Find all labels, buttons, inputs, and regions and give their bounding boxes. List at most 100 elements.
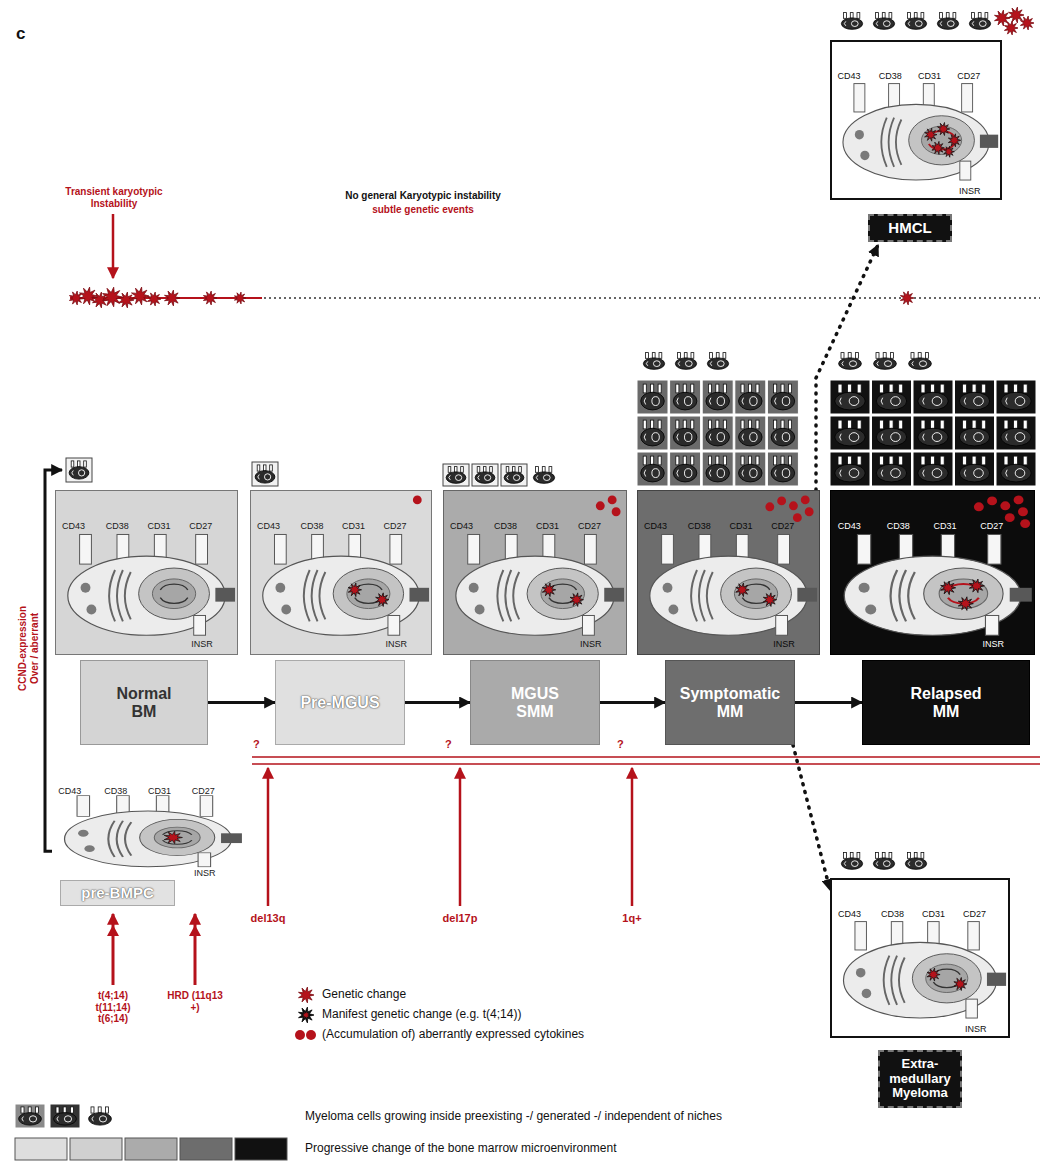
cytokine-dot <box>793 513 802 522</box>
illustration-part <box>1006 398 1008 405</box>
illustration-part <box>708 384 711 393</box>
illustration-part <box>850 13 853 19</box>
illustration-part <box>263 465 266 471</box>
legend-text: Manifest genetic change (e.g. t(4;14)) <box>322 1008 521 1022</box>
illustration-part <box>883 861 890 867</box>
illustration-part <box>876 13 879 19</box>
illustration-part <box>257 465 260 471</box>
illustration-part <box>963 456 967 465</box>
illustration-part <box>527 568 598 619</box>
illustration-part <box>582 615 594 635</box>
illustration-part <box>66 458 92 482</box>
illustration-part <box>851 21 858 27</box>
genetic-change-star <box>763 593 776 607</box>
cytokine-dot <box>413 495 422 504</box>
illustration-part <box>91 1107 94 1113</box>
cell-panel: CD43CD38CD31CD27INSR <box>830 40 1002 200</box>
illustration-part <box>721 568 792 619</box>
illustration-part <box>475 605 485 615</box>
illustration-part <box>117 796 130 814</box>
illustration-part <box>963 420 967 429</box>
illustration-part <box>889 420 893 429</box>
illustration-part <box>913 416 953 450</box>
illustration-part <box>449 475 451 479</box>
illustration-part <box>78 470 84 476</box>
illustration-part <box>931 384 935 393</box>
illustration-part <box>644 398 646 405</box>
myeloma-cell-icon <box>637 380 668 414</box>
marker-label: CD43 <box>62 521 85 531</box>
illustration-part <box>899 384 903 393</box>
illustration-part <box>652 397 659 406</box>
illustration-part <box>844 861 846 865</box>
illustration-part <box>1001 392 1031 410</box>
illustration-part <box>675 358 696 369</box>
illustration-part <box>908 572 915 619</box>
illustration-part <box>81 583 91 593</box>
illustration-part <box>756 420 759 429</box>
marker-label: CD38 <box>887 521 910 531</box>
illustration-part <box>844 21 846 25</box>
plasma-cell <box>56 491 237 654</box>
illustration-part <box>774 456 777 465</box>
illustration-part <box>684 353 687 359</box>
annotation-label: t(4;14) t(11;14) t(6;14) <box>88 990 138 1025</box>
illustration-part <box>742 434 744 441</box>
genetic-change-star <box>165 290 181 306</box>
illustration-part <box>641 464 665 482</box>
illustration-part <box>881 398 883 405</box>
illustration-part <box>497 570 503 621</box>
illustration-part <box>409 588 429 602</box>
illustration-part <box>475 472 495 483</box>
illustration-part <box>109 570 115 621</box>
progression-arrow <box>405 701 470 704</box>
illustration-part <box>742 398 744 405</box>
illustration-part <box>962 84 973 112</box>
stage-box: pre-BMPC <box>60 880 175 906</box>
illustration-part <box>683 384 686 393</box>
marker-label: CD27 <box>192 786 215 796</box>
illustration-part <box>513 572 519 619</box>
genetic-change-star <box>132 287 150 305</box>
illustration-part <box>849 361 856 367</box>
myeloma-cell-icon <box>872 380 912 414</box>
illustration-part <box>105 1107 108 1113</box>
illustration-part <box>117 821 123 857</box>
illustration-part <box>849 469 859 478</box>
illustration-part <box>889 118 894 167</box>
illustration-part <box>835 464 865 482</box>
myeloma-cell-icon <box>670 452 701 486</box>
illustration-part <box>717 433 724 442</box>
annotation-label: ? <box>253 738 265 751</box>
illustration-part <box>855 922 866 950</box>
illustration-part <box>255 471 275 483</box>
illustration-part <box>658 384 661 393</box>
illustration-part <box>270 465 273 471</box>
marker-label: INSR <box>959 186 981 196</box>
marker-label: CD38 <box>106 521 129 531</box>
illustration-part <box>684 433 691 442</box>
illustration-part <box>881 434 883 441</box>
marker-label: INSR <box>580 639 602 649</box>
marker-label: CD43 <box>838 909 861 919</box>
stage-label: Relapsed MM <box>901 685 991 721</box>
illustration-part <box>899 420 903 429</box>
illustration-part <box>641 392 665 410</box>
microenvironment-scale <box>15 1138 287 1160</box>
illustration-part <box>797 588 817 602</box>
illustration-part <box>1015 469 1025 478</box>
illustration-part <box>775 398 777 405</box>
illustration-part <box>932 433 942 442</box>
illustration-part <box>312 534 324 560</box>
red-progression-line <box>252 757 1040 764</box>
illustration-part <box>978 13 981 19</box>
illustration-part <box>966 999 977 1018</box>
marker-label: CD43 <box>257 521 280 531</box>
illustration-part <box>767 416 798 450</box>
marker-label: CD31 <box>148 521 171 531</box>
illustration-part <box>658 456 661 465</box>
illustration-part <box>959 392 989 410</box>
illustration-part <box>1006 470 1008 477</box>
illustration-part <box>877 361 879 365</box>
